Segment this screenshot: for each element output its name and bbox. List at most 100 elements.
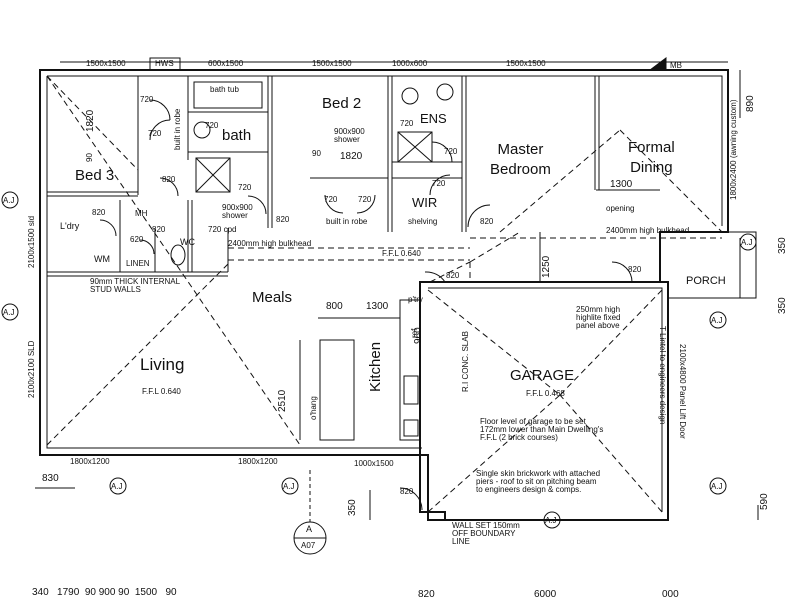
label-hws: HWS [155,59,174,68]
dim-820: 820 [276,215,290,224]
kitchen-bench [399,299,421,441]
dim-1250: 1250 [541,255,552,278]
dim-window-top-2: 600x1500 [208,59,244,68]
room-master-bedroom: Master Bedroom [490,141,551,178]
room-linen: LINEN [126,259,150,268]
dim-window-bottom-3: 1000x1500 [354,459,394,468]
aj-marker [109,477,127,495]
kitchen-cooktop [403,375,419,405]
shower-bath [195,157,231,193]
label-aj-2: A.J [3,308,15,317]
dim-720: 720 [358,195,372,204]
hws-box [149,57,181,71]
dim-800: 800 [326,301,343,312]
dim-720: 720 [238,183,252,192]
dim-820: 820 [400,487,414,496]
label-wall-set-boundary: WALL SET 150mm OFF BOUNDARY LINE [452,521,520,546]
dim-820: 820 [446,271,460,280]
aj-marker [709,477,727,495]
room-wc: WC [180,237,195,247]
door-swing [431,141,453,163]
kitchen-sink [403,419,419,437]
door-swing [399,487,423,511]
room-garage: GARAGE [510,367,575,384]
label-aj-4: A.J [283,482,295,491]
dim-bottom-820: 820 [418,589,435,600]
label-window-left-lower: 2100x2100 SLD [27,340,36,398]
label-highlite: 250mm high highlite fixed panel above [576,305,621,330]
dim-820: 820 [92,208,106,217]
garage-wall-inner [428,287,663,512]
door-swing [149,99,171,121]
dim-window-top-4: 1000x600 [392,59,428,68]
label-bath-tub: bath tub [210,85,239,94]
door-swing [139,239,155,255]
dim-820: 820 [162,175,176,184]
room-living: Living [140,355,185,374]
dim-1820-bed3: 1820 [85,109,96,132]
label-window-left-upper: 2100x1500 sld [27,215,36,268]
dim-window-top-3: 1500x1500 [312,59,352,68]
toilet-wc [170,244,186,266]
dim-window-top-1: 1500x1500 [86,59,126,68]
kitchen-island [319,339,355,441]
shower-ens [397,131,433,163]
label-conc-slab: R.I CONC. SLAB [461,331,470,392]
dim-720: 720 [444,147,458,156]
label-section-a: A [306,524,313,534]
dim-bottom-000: 000 [662,589,679,600]
label-aj-3: A.J [111,482,123,491]
label-bulkhead-1: 2400mm high bulkhead [228,239,312,248]
door-swing [149,119,171,141]
dim-820: 820 [152,225,166,234]
room-wm: WM [94,254,110,264]
basin-bath [193,121,211,139]
door-swing [467,204,491,228]
aj-marker [739,233,757,251]
dim-window-top-5: 1500x1500 [506,59,546,68]
label-ffl-garage: F.F.L 0.468 [526,389,565,398]
room-wir: WIR [412,195,438,210]
label-garage-note-brick: Single skin brickwork with attached pier… [476,469,601,494]
dim-720: 720 [205,121,219,130]
dim-830: 830 [42,473,59,484]
bath-tub [193,81,263,109]
label-aj-6: A.J [711,482,723,491]
toilet-ens [401,87,419,105]
dim-350-upper: 350 [777,237,788,254]
label-aj-1: A.J [3,196,15,205]
door-swing [356,194,376,214]
dim-1300: 1300 [610,179,633,190]
dim-1300-kitchen: 1300 [366,301,389,312]
label-opening: opening [606,204,635,213]
label-built-in-robe-bed3: built in robe [173,108,182,150]
dim-window-bottom-1: 1800x1200 [70,457,110,466]
room-meals: Meals [252,289,293,306]
porch-wall [660,231,757,299]
dim-90: 90 [85,153,94,162]
door-swing [611,261,633,283]
room-laundry: L'dry [60,221,80,231]
room-ens: ENS [420,111,447,126]
label-bulkhead-2: 2400mm high bulkhead [606,226,690,235]
label-overhang: o'hang [309,396,318,420]
aj-marker [281,477,299,495]
room-formal-dining: Formal Dining [628,139,675,176]
label-ffl-hall: F.F.L 0.640 [382,249,421,258]
label-mb: MB [670,61,682,70]
door-swing [429,174,451,196]
dim-window-bottom-2: 1800x1200 [238,457,278,466]
label-garage-note-floor: Floor level of garage to be set 172mm lo… [480,417,604,442]
dim-890: 890 [745,95,756,112]
label-shower-bath: 900x900 shower [222,203,253,220]
label-aj-8: A.J [741,238,753,247]
dim-820: 820 [480,217,494,226]
label-built-in-robe-bed2: built in robe [326,217,368,226]
room-bath: bath [222,127,252,144]
room-mh: MH [135,209,148,218]
dim-720: 720 [140,95,154,104]
dim-720: 720 [432,179,446,188]
room-porch: PORCH [686,275,726,287]
door-swing [159,177,179,197]
